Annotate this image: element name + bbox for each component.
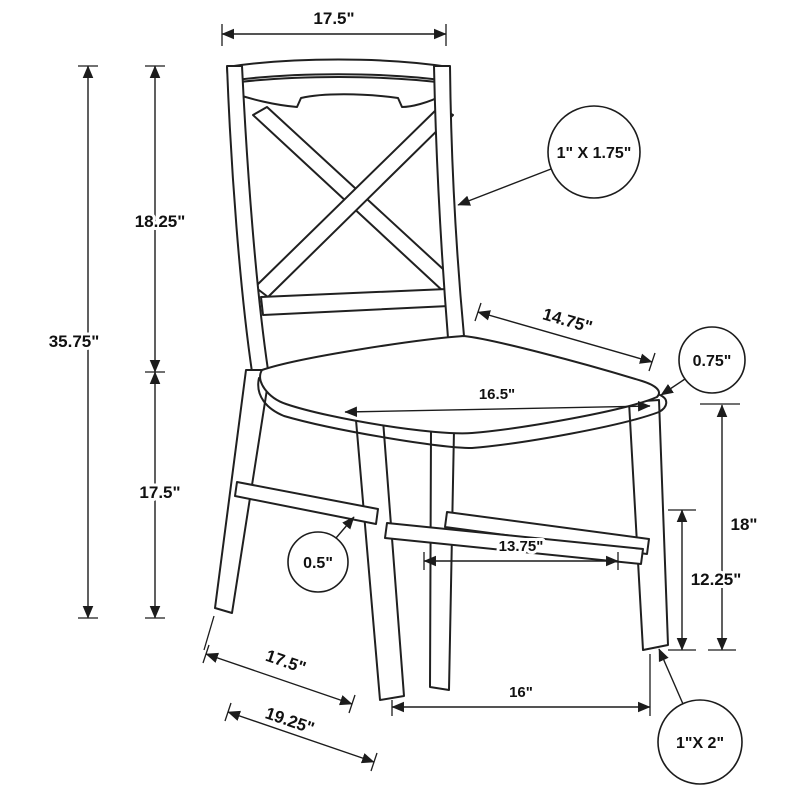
tick	[203, 615, 215, 651]
callout-back-frame-section: 1" X 1.75"	[457, 105, 641, 206]
leader-line	[660, 378, 686, 396]
callout-leg-section: 1"X 2"	[657, 648, 743, 785]
leader-line	[457, 168, 552, 206]
dim-stretcher-height: 12.25"	[676, 509, 744, 651]
right-datum-ticks	[668, 403, 740, 651]
dim-overall-depth: 19.25"	[224, 701, 378, 772]
callout-circle	[657, 699, 743, 785]
leg-front-right	[628, 399, 669, 651]
callout-stretcher-thickness: 0.5"	[287, 516, 355, 593]
callout-circle	[678, 326, 746, 394]
dim-label-overall-height: 35.75"	[49, 332, 100, 351]
stretcher-front	[384, 522, 644, 565]
dim-label-front-leg-span: 16"	[509, 684, 533, 701]
dim-label-back-height: 18.25"	[135, 212, 186, 231]
dim-top-width: 17.5"	[221, 6, 447, 46]
dim-leg-depth-span: 17.5"	[202, 615, 356, 714]
dim-label-stretcher-height: 12.25"	[691, 570, 742, 589]
leg-front-left	[355, 419, 405, 701]
dim-label-top-width: 17.5"	[313, 9, 354, 28]
callout-label-leg-section: 1"X 2"	[676, 735, 724, 752]
dim-back-height: 18.25"	[132, 65, 188, 373]
dim-seat-height-left: 17.5"	[136, 371, 184, 619]
stretcher-left	[234, 481, 379, 525]
dim-overall-height: 35.75"	[46, 65, 102, 619]
dim-line	[344, 400, 651, 418]
leg-back-right	[429, 429, 455, 691]
dim-label-leg-depth-span: 17.5"	[263, 646, 308, 677]
callout-circle	[547, 105, 641, 199]
dim-label-stretcher-span: 13.75"	[499, 538, 544, 555]
seat-edge	[257, 377, 668, 449]
callout-label-seat-edge-thickness: 0.75"	[693, 353, 732, 370]
lower-back-rail	[260, 288, 450, 316]
chair-drawing	[214, 58, 669, 701]
dim-line	[227, 710, 375, 764]
leader-line	[335, 516, 355, 539]
dim-line	[477, 310, 653, 364]
dim-label-seat-height-left: 17.5"	[139, 483, 180, 502]
dim-seat-width: 16.5"	[344, 383, 651, 418]
callout-seat-edge-thickness: 0.75"	[660, 326, 746, 396]
dim-seat-height-right: 18"	[716, 404, 760, 651]
callout-circle	[287, 531, 349, 593]
dim-label-seat-height-right: 18"	[731, 515, 758, 534]
leader-line	[658, 648, 684, 705]
dim-line	[205, 652, 353, 706]
callout-label-back-frame-section: 1" X 1.75"	[557, 145, 632, 162]
dim-label-seat-width: 16.5"	[479, 386, 515, 403]
callout-label-stretcher-thickness: 0.5"	[303, 555, 333, 572]
seat-top	[259, 335, 660, 435]
dim-stretcher-span: 13.75"	[423, 535, 619, 570]
back-slat	[230, 76, 446, 108]
dim-front-leg-span: 16"	[391, 654, 651, 716]
